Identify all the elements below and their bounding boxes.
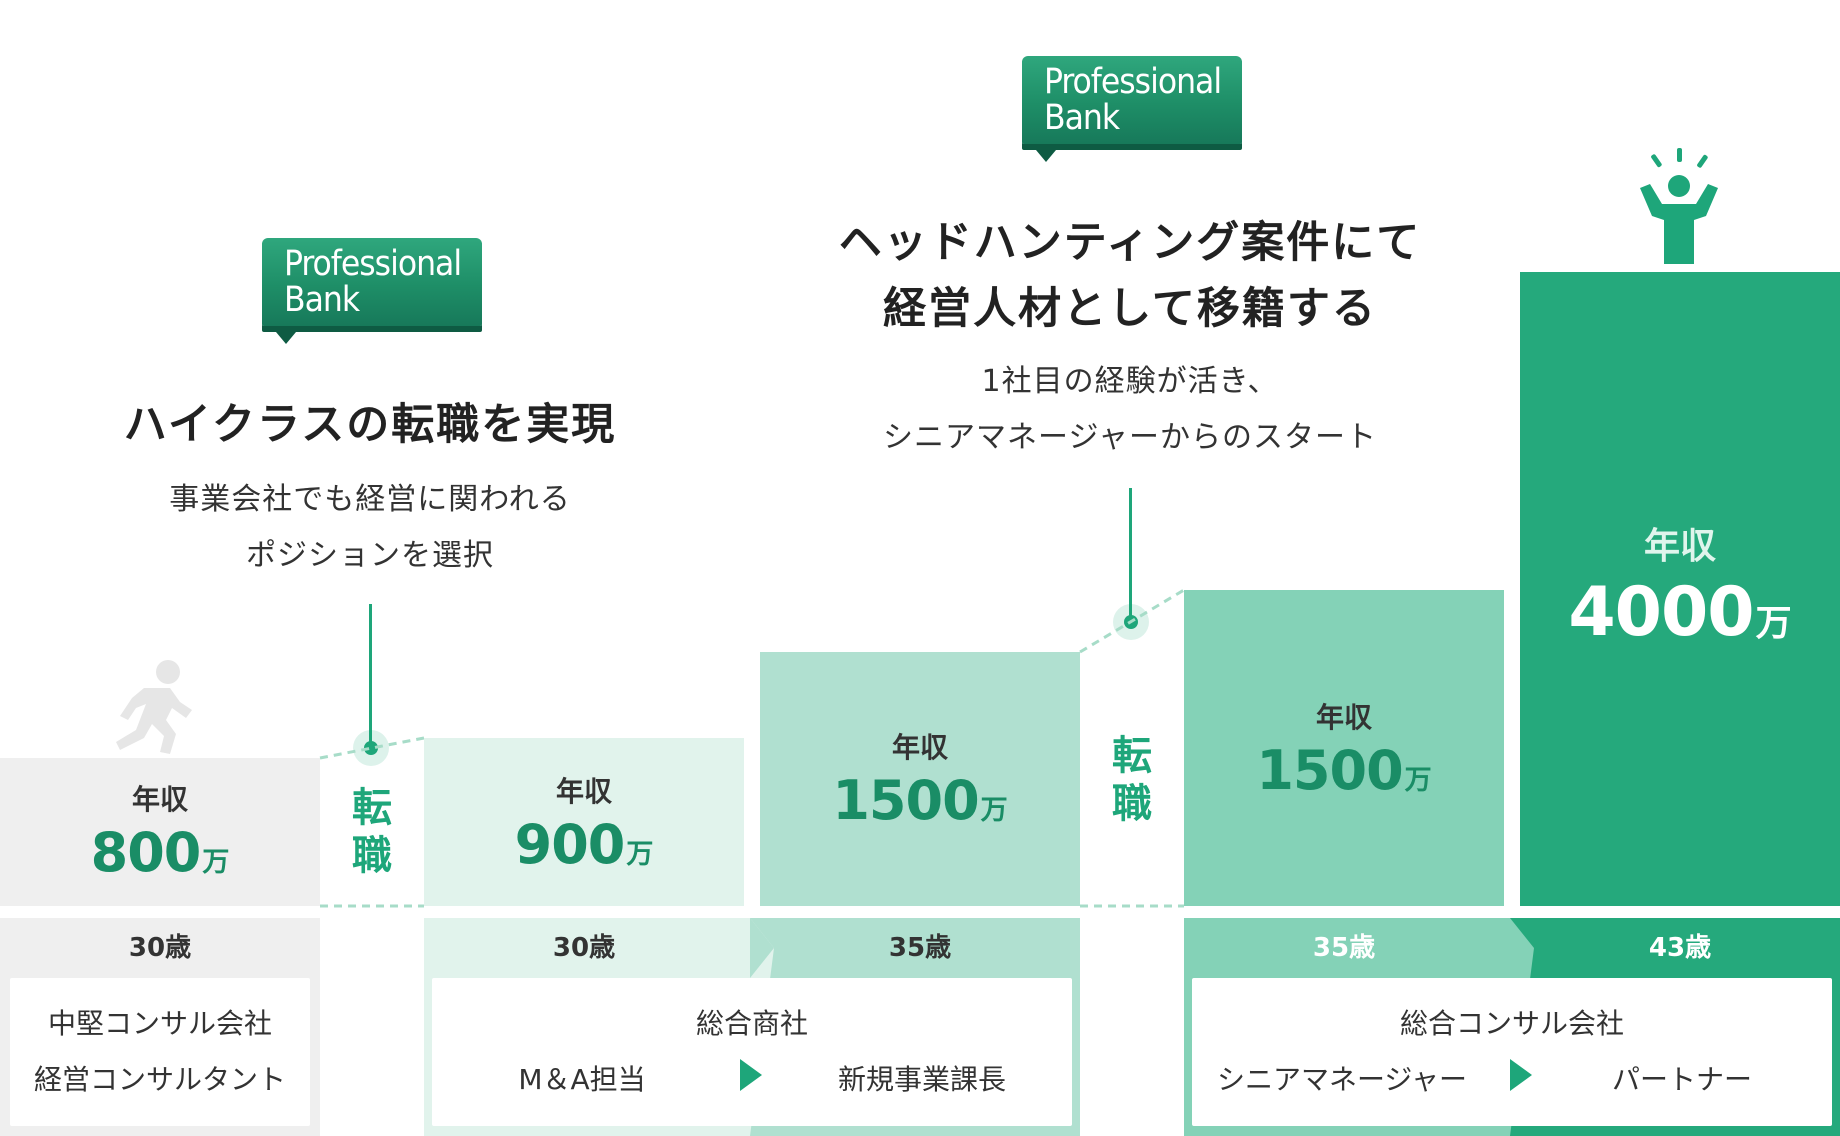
step1-sub-line-1: 事業会社でも経営に関われる: [169, 482, 571, 517]
card-3-role-from: シニアマネージャー: [1216, 1063, 1468, 1096]
card-2-company: 総合商社: [695, 1007, 808, 1040]
logo-line-1: Professional: [284, 244, 462, 284]
card-3-role-to: パートナー: [1611, 1063, 1752, 1096]
age-strip-3: 35歳: [760, 918, 1080, 978]
transfer-label-2: 転 職: [1102, 732, 1162, 828]
arrow-right-icon: [1510, 1059, 1532, 1091]
logo-line-1: Professional: [1044, 62, 1222, 102]
career-card-2: 総合商社 M＆A担当 新規事業課長: [432, 978, 1072, 1126]
transfer-char-2: 職: [352, 833, 392, 879]
logo-line-2: Bank: [284, 280, 360, 320]
card-1-company: 中堅コンサル会社: [47, 1007, 272, 1040]
connector-line-1: [369, 604, 372, 744]
salary-unit: 万: [1404, 765, 1432, 796]
age-strip-2: 30歳: [424, 918, 744, 978]
salary-bar-3: 年収 1500万: [760, 652, 1080, 906]
logo-line-2: Bank: [1044, 98, 1120, 138]
card-1-role: 経営コンサルタント: [33, 1063, 286, 1096]
salary-title: 年収: [1315, 701, 1372, 734]
transfer-char-1: 転: [1112, 733, 1152, 779]
age-label: 30歳: [128, 933, 192, 963]
logo-text: Professional Bank: [284, 244, 462, 320]
logo-text: Professional Bank: [1044, 62, 1222, 138]
salary-value: 900: [514, 813, 626, 876]
celebrating-person-icon: [1640, 148, 1718, 264]
card-2-role-from: M＆A担当: [518, 1063, 646, 1096]
salary-bar-1: 年収 800万: [0, 758, 320, 906]
transfer-label-1: 転 職: [342, 784, 402, 880]
age-label: 30歳: [552, 933, 616, 963]
salary-unit: 万: [980, 795, 1008, 826]
running-person-icon: [116, 660, 192, 754]
age-strip-1: 30歳: [0, 918, 320, 978]
salary-title: 年収: [131, 783, 188, 816]
salary-unit: 万: [626, 839, 654, 870]
salary-bar-1-label: 年収 800万: [0, 782, 320, 888]
step1-heading: ハイクラスの転職を実現: [123, 400, 617, 450]
age-label: 43歳: [1648, 933, 1712, 963]
card-2-role-to: 新規事業課長: [837, 1063, 1006, 1096]
career-card-3: 総合コンサル会社 シニアマネージャー パートナー: [1192, 978, 1832, 1126]
transfer-char-2: 職: [1112, 781, 1152, 827]
salary-value: 1500: [1256, 739, 1403, 802]
age-label: 35歳: [888, 933, 952, 963]
age-label: 35歳: [1312, 933, 1376, 963]
salary-bar-3-label: 年収 1500万: [760, 730, 1080, 836]
transfer-char-1: 転: [352, 785, 392, 831]
career-card-1: 中堅コンサル会社 経営コンサルタント: [10, 978, 310, 1126]
salary-title: 年収: [891, 731, 948, 764]
step2-heading-line-1: ヘッドハンティング案件にて: [838, 218, 1422, 268]
salary-bar-4: 年収 1500万: [1184, 590, 1504, 906]
step2-heading-line-2: 経営人材として移籍する: [883, 284, 1377, 334]
step1-sub-line-2: ポジションを選択: [246, 538, 494, 573]
connector-line-2: [1129, 488, 1132, 622]
logo-tail: [1036, 150, 1056, 162]
salary-bar-4-label: 年収 1500万: [1184, 700, 1504, 806]
logo-badge: [1022, 56, 1242, 144]
salary-value: 4000: [1568, 573, 1754, 652]
salary-bar-5: 年収 4000万: [1520, 272, 1840, 906]
salary-bar-5-label: 年収 4000万: [1520, 524, 1840, 656]
logo-tail: [276, 332, 296, 344]
salary-title: 年収: [555, 775, 612, 808]
salary-value: 800: [90, 821, 202, 884]
logo-badge: [262, 238, 482, 326]
step2-sub-line-2: シニアマネージャーからのスタート: [883, 420, 1377, 455]
salary-unit: 万: [1755, 603, 1792, 644]
card-3-company: 総合コンサル会社: [1399, 1007, 1624, 1040]
salary-title: 年収: [1643, 526, 1716, 567]
salary-bar-2: 年収 900万: [424, 738, 744, 906]
salary-value: 1500: [832, 769, 979, 832]
salary-unit: 万: [202, 847, 230, 878]
step2-sub-line-1: 1社目の経験が活き、: [981, 364, 1279, 399]
connector-dot-1: [364, 741, 378, 755]
arrow-right-icon: [740, 1059, 762, 1091]
salary-bar-2-label: 年収 900万: [424, 774, 744, 880]
age-strip-5: 43歳: [1520, 918, 1840, 978]
age-strip-4: 35歳: [1184, 918, 1504, 978]
